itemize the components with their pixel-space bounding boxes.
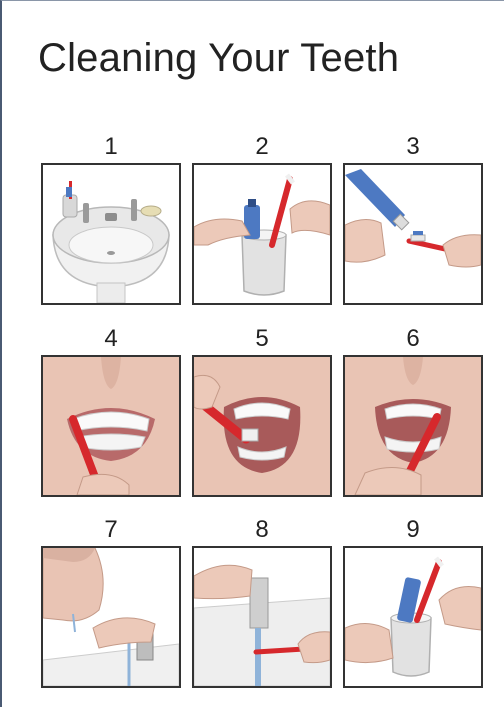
step-number-5: 5	[192, 325, 332, 353]
step-1-illustration	[41, 163, 181, 305]
brushing-front-teeth-icon	[43, 357, 179, 495]
page-title: Cleaning Your Teeth	[38, 36, 399, 81]
toothbrush-cup-icon	[194, 165, 330, 303]
brushing-back-teeth-icon	[194, 357, 330, 495]
step-number-8: 8	[192, 516, 332, 544]
step-4-illustration	[41, 355, 181, 497]
step-number-9: 9	[343, 516, 483, 544]
step-number-3: 3	[343, 133, 483, 161]
store-toothbrush-icon	[345, 548, 481, 686]
rinsing-mouth-icon	[43, 548, 179, 686]
step-8-illustration	[192, 546, 332, 688]
step-9-illustration	[343, 546, 483, 688]
step-number-1: 1	[41, 133, 181, 161]
step-number-2: 2	[192, 133, 332, 161]
step-2-illustration	[192, 163, 332, 305]
step-6-illustration	[343, 355, 483, 497]
step-number-4: 4	[41, 325, 181, 353]
step-number-6: 6	[343, 325, 483, 353]
toothpaste-icon	[345, 165, 481, 303]
step-5-illustration	[192, 355, 332, 497]
step-7-illustration	[41, 546, 181, 688]
step-number-7: 7	[41, 516, 181, 544]
rinsing-brush-icon	[194, 548, 330, 686]
sink-icon	[43, 165, 179, 303]
step-3-illustration	[343, 163, 483, 305]
brushing-inside-teeth-icon	[345, 357, 481, 495]
